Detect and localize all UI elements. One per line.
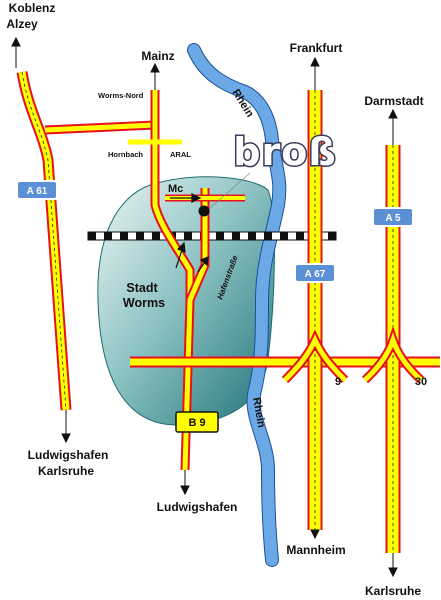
bross-logo: broß <box>232 129 337 176</box>
route-arrows <box>170 193 209 273</box>
railway-segment <box>120 232 128 240</box>
road-b9 <box>150 90 195 471</box>
railway-segment <box>264 232 272 240</box>
railway-segment <box>152 232 160 240</box>
shield-a67-label: A 67 <box>305 269 326 280</box>
destination-marker <box>198 205 210 217</box>
label-stadt: Stadt <box>126 281 158 295</box>
label-darmstadt: Darmstadt <box>364 94 423 108</box>
shield-b9-label: B 9 <box>188 417 205 429</box>
road-a5 <box>361 145 425 553</box>
shield-a5: A 5 <box>372 207 414 227</box>
railway-segment <box>216 232 224 240</box>
label-worms-nord: Worms-Nord <box>98 91 144 100</box>
label-mainz: Mainz <box>141 49 174 63</box>
label-karlsruhe-right: Karlsruhe <box>365 584 421 598</box>
exit-a67: 9 <box>335 376 341 388</box>
railway-segment <box>232 232 240 240</box>
railway-segment <box>280 232 288 240</box>
exit-a5: 30 <box>415 376 427 388</box>
railway-segment <box>296 232 304 240</box>
label-worms: Worms <box>123 296 165 310</box>
bross-logo-text: broß <box>233 130 336 174</box>
railway-segment <box>104 232 112 240</box>
railway-line <box>87 231 337 241</box>
label-mannheim: Mannheim <box>286 543 345 557</box>
label-alzey: Alzey <box>6 17 38 31</box>
railway-segment <box>328 232 336 240</box>
mc-marker: Mc <box>168 183 183 195</box>
railway-segment <box>88 232 96 240</box>
shield-b9: B 9 <box>175 411 219 433</box>
road-a61 <box>16 71 72 411</box>
direction-arrows <box>11 36 398 578</box>
road-worms-nord-link <box>44 120 156 135</box>
label-ludwigshafen-mid: Ludwigshafen <box>157 500 238 514</box>
road-a67 <box>281 90 349 530</box>
label-karlsruhe-left: Karlsruhe <box>38 464 94 478</box>
label-frankfurt: Frankfurt <box>290 41 343 55</box>
label-ludwigshafen-left: Ludwigshafen <box>28 448 109 462</box>
label-hornbach: Hornbach <box>108 150 143 159</box>
shield-a67: A 67 <box>294 263 336 283</box>
label-koblenz: Koblenz <box>9 1 56 15</box>
label-aral: ARAL <box>170 150 191 159</box>
label-rhein-bottom: Rhein <box>250 396 267 428</box>
shield-a5-label: A 5 <box>385 213 401 224</box>
shield-a61-label: A 61 <box>27 186 48 197</box>
railway-segment <box>248 232 256 240</box>
railway-segment <box>136 232 144 240</box>
railway-segment <box>184 232 192 240</box>
shield-a61: A 61 <box>16 180 58 200</box>
